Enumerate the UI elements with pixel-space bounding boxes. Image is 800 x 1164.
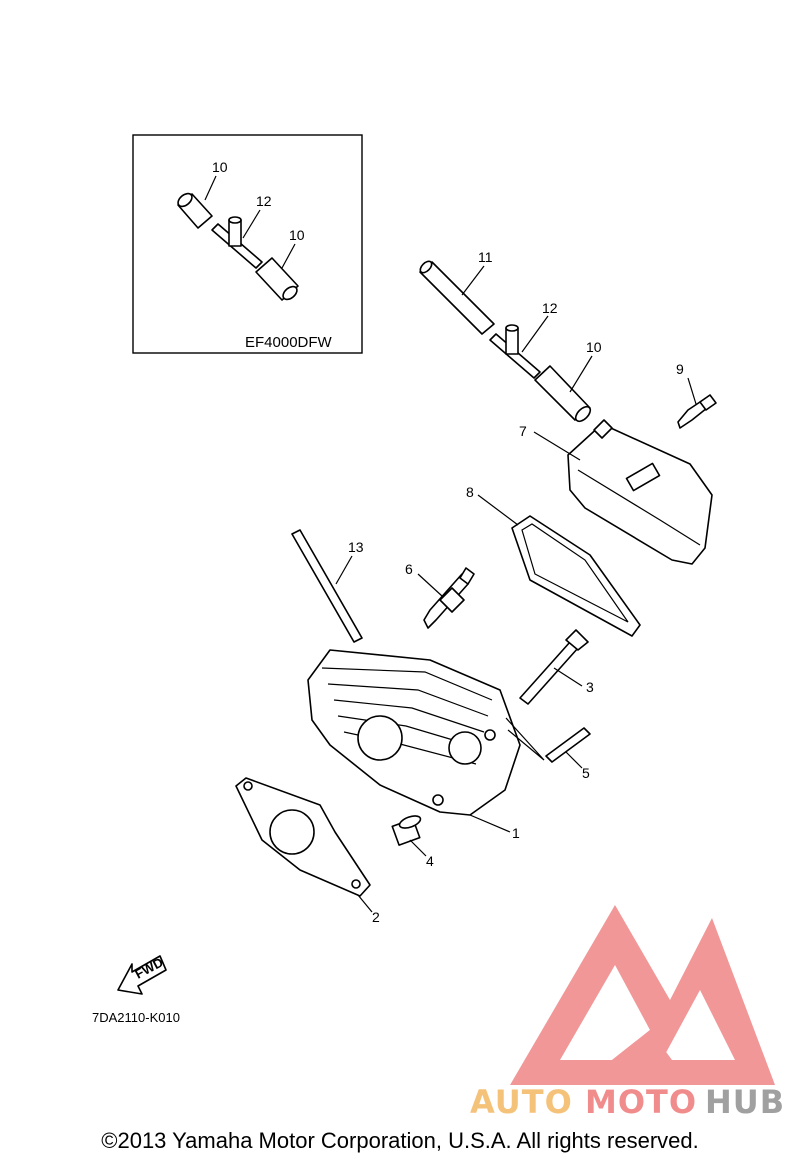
- automotohub-logo: [510, 905, 775, 1085]
- part-10-hose: [534, 365, 592, 423]
- inset-title: EF4000DFW: [245, 334, 333, 351]
- part-12-tee-joint: [489, 324, 541, 379]
- logo-text-moto: MOTO: [585, 1083, 697, 1121]
- inset-box: [132, 134, 363, 354]
- callout-inset-10a: 10: [212, 159, 228, 175]
- inset-hose-upper: [177, 192, 213, 229]
- callout-3: 3: [586, 679, 594, 695]
- part-5-stud: [545, 727, 591, 763]
- callout-1: 1: [512, 825, 520, 841]
- part-4-dowel-pin: [391, 815, 422, 846]
- callout-6: 6: [405, 561, 413, 577]
- part-8-head-cover-gasket: [511, 515, 641, 637]
- callout-5: 5: [582, 765, 590, 781]
- diagram-code: 7DA2110-K010: [92, 1010, 180, 1025]
- callout-inset-12: 12: [256, 193, 272, 209]
- copyright-text: ©2013 Yamaha Motor Corporation, U.S.A. A…: [101, 1128, 699, 1153]
- callout-inset-10b: 10: [289, 227, 305, 243]
- callout-13: 13: [348, 539, 364, 555]
- part-9-bolt: [677, 394, 717, 429]
- logo-text-auto: AUTO: [470, 1083, 573, 1121]
- callout-9: 9: [676, 361, 684, 377]
- part-2-head-gasket: [235, 777, 371, 897]
- callout-10: 10: [586, 339, 602, 355]
- inset-tee-joint: [211, 216, 263, 269]
- callout-7: 7: [519, 423, 527, 439]
- callout-2: 2: [372, 909, 380, 925]
- callout-8: 8: [466, 484, 474, 500]
- part-13-stud-bolt: [291, 529, 363, 643]
- logo-text-hub: HUB: [705, 1083, 785, 1121]
- fwd-arrow-icon: [117, 955, 167, 995]
- part-1-cylinder-head: [307, 649, 521, 816]
- part-3-bolt: [519, 629, 589, 705]
- callout-11: 11: [478, 249, 493, 265]
- callout-4: 4: [426, 853, 434, 869]
- callout-12: 12: [542, 300, 558, 316]
- part-7-head-cover: [567, 419, 713, 565]
- inset-hose-lower: [255, 257, 299, 301]
- part-11-hose: [419, 260, 495, 335]
- part-6-spark-plug: [423, 567, 475, 629]
